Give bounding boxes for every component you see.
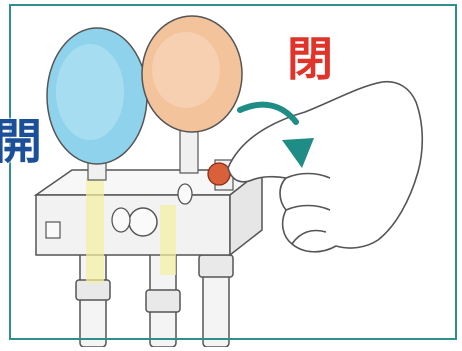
close-label: 閉 <box>287 32 333 86</box>
high-pressure-gauge <box>141 15 243 174</box>
open-label: 開 <box>0 114 43 170</box>
image-frame <box>9 4 457 340</box>
hand <box>227 80 424 253</box>
low-pressure-gauge <box>46 27 148 181</box>
curved-arrow-clockwise-icon <box>237 101 314 168</box>
manifold-body <box>33 168 265 283</box>
hose-middle-fitting <box>145 289 181 313</box>
